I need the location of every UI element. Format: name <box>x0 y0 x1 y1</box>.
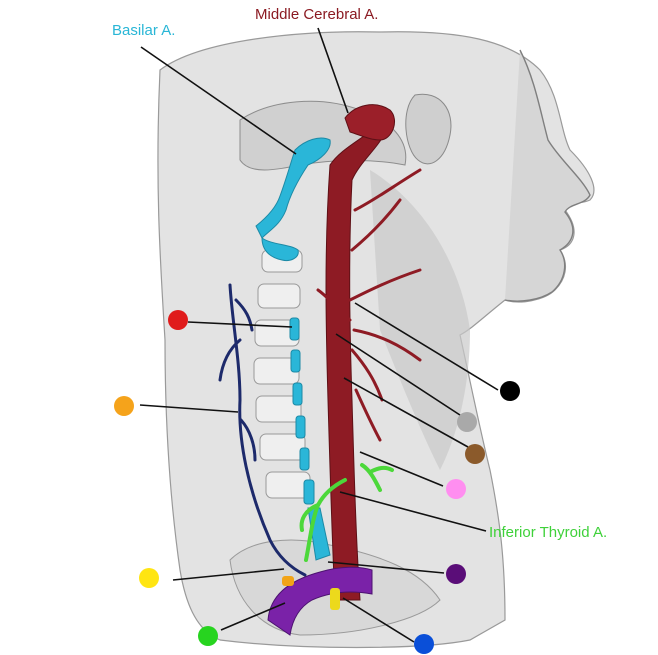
marker-gray[interactable] <box>457 412 477 432</box>
marker-yellow[interactable] <box>139 568 159 588</box>
marker-blue[interactable] <box>414 634 434 654</box>
label-basilar-artery: Basilar A. <box>112 22 176 39</box>
ear <box>405 93 452 165</box>
thyrocervical-trunk <box>299 463 394 562</box>
orange-vessel <box>282 576 294 586</box>
carotid-siphon <box>344 104 395 141</box>
marker-purple[interactable] <box>446 564 466 584</box>
marker-black[interactable] <box>500 381 520 401</box>
vertebral-column <box>253 249 311 499</box>
jugular-vein <box>218 283 307 577</box>
vertebra <box>265 471 311 499</box>
marker-pink[interactable] <box>446 479 466 499</box>
label-middle-cerebral-artery: Middle Cerebral A. <box>255 6 379 23</box>
vertebra <box>259 433 306 461</box>
vertebral-artery <box>255 137 331 561</box>
vertebra <box>257 283 301 309</box>
marker-green[interactable] <box>198 626 218 646</box>
vertebra <box>255 395 302 423</box>
face-profile <box>504 49 591 302</box>
marker-brown[interactable] <box>465 444 485 464</box>
marker-orange[interactable] <box>114 396 134 416</box>
yellow-vessel <box>330 588 340 610</box>
muscle-shading <box>370 170 470 470</box>
label-inferior-thyroid-artery: Inferior Thyroid A. <box>489 524 608 541</box>
external-carotid-branches <box>316 168 422 442</box>
marker-red[interactable] <box>168 310 188 330</box>
leader-lines <box>139 27 499 643</box>
answer-markers <box>114 310 520 654</box>
